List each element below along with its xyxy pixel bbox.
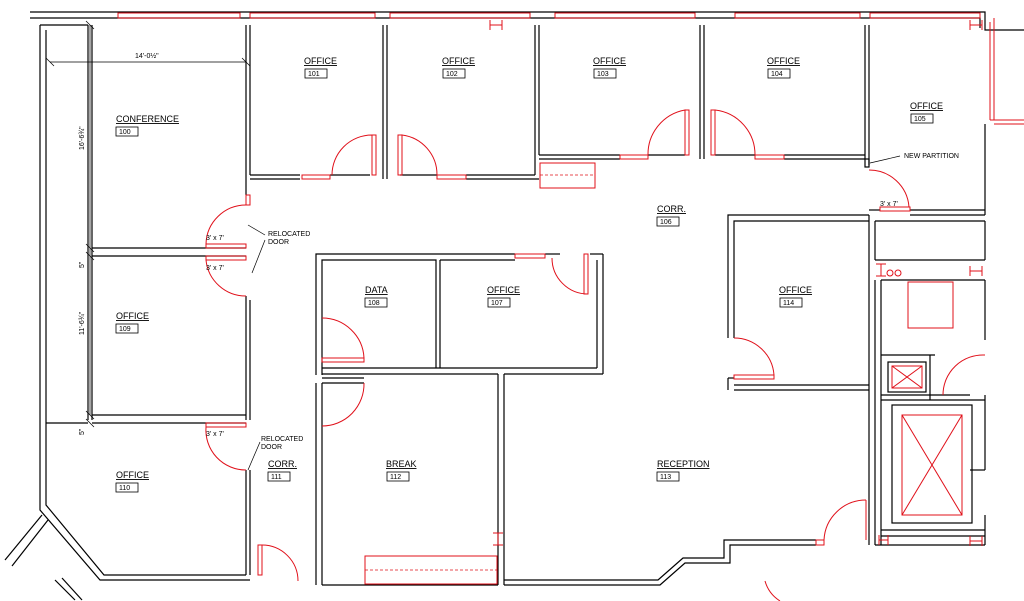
svg-text:108: 108 (368, 300, 380, 307)
note-relocated-door-2a: RELOCATED (261, 436, 303, 443)
svg-text:BREAK: BREAK (386, 459, 417, 469)
svg-text:OFFICE: OFFICE (304, 56, 337, 66)
room-label-conference: CONFERENCE 100 (115, 114, 179, 137)
door-tag-3: 3' x 7' (206, 431, 224, 438)
svg-text:110: 110 (119, 485, 130, 492)
svg-text:CONFERENCE: CONFERENCE (116, 114, 179, 124)
svg-text:109: 109 (119, 326, 131, 333)
room-label-office-103: OFFICE 103 (593, 56, 626, 79)
interior-walls (46, 25, 986, 586)
dim-height-conference: 16'-6¾" (79, 126, 86, 150)
dim-width-top: 14'-0½" (135, 52, 159, 60)
svg-text:OFFICE: OFFICE (779, 285, 812, 295)
room-label-office-101: OFFICE 101 (304, 56, 337, 79)
svg-text:OFFICE: OFFICE (593, 56, 626, 66)
svg-text:OFFICE: OFFICE (116, 311, 149, 321)
exterior-walls (4, 11, 1024, 601)
room-label-office-109: OFFICE 109 (115, 311, 149, 334)
room-label-office-102: OFFICE 102 (442, 56, 475, 79)
room-label-office-105: OFFICE 105 (910, 101, 943, 124)
svg-text:RECEPTION: RECEPTION (657, 459, 710, 469)
door-swings (205, 109, 986, 601)
new-door-frames (205, 109, 911, 585)
stair-box (887, 281, 954, 393)
svg-text:DATA: DATA (365, 285, 388, 295)
svg-text:100: 100 (119, 129, 131, 136)
svg-text:106: 106 (660, 219, 672, 226)
svg-text:113: 113 (660, 474, 671, 481)
note-new-partition: NEW PARTITION (904, 153, 959, 160)
room-label-break-112: BREAK 112 (386, 459, 417, 482)
note-relocated-door-1b: DOOR (268, 239, 289, 246)
svg-text:103: 103 (597, 71, 609, 78)
svg-text:105: 105 (914, 116, 926, 123)
room-label-corr-106: CORR. 106 (656, 204, 686, 227)
room-label-office-114: OFFICE 114 (779, 285, 812, 308)
room-label-data-108: DATA 108 (364, 285, 388, 308)
svg-text:104: 104 (771, 71, 783, 78)
dim-gap-1: 5" (79, 261, 86, 268)
svg-text:OFFICE: OFFICE (910, 101, 943, 111)
elevator-shaft (891, 404, 973, 524)
svg-text:OFFICE: OFFICE (442, 56, 475, 66)
svg-text:111: 111 (271, 474, 282, 481)
room-label-office-107: OFFICE 107 (487, 285, 520, 308)
window-strip (117, 12, 981, 19)
door-tag-4: 3' x 7' (880, 201, 898, 208)
dim-gap-2: 5" (79, 428, 86, 435)
svg-text:OFFICE: OFFICE (487, 285, 520, 295)
svg-text:112: 112 (390, 474, 401, 481)
note-relocated-door-1a: RELOCATED (268, 231, 310, 238)
svg-text:OFFICE: OFFICE (767, 56, 800, 66)
svg-text:114: 114 (783, 300, 794, 307)
room-label-office-110: OFFICE 110 (115, 470, 149, 493)
room-label-corr-111: CORR. 111 (267, 459, 297, 482)
h-markers (489, 20, 983, 546)
svg-text:101: 101 (308, 71, 320, 78)
svg-text:107: 107 (491, 300, 503, 307)
dimension-lines (45, 20, 251, 428)
svg-text:CORR.: CORR. (268, 459, 297, 469)
svg-text:OFFICE: OFFICE (116, 470, 149, 480)
room-label-office-104: OFFICE 104 (767, 56, 800, 79)
note-relocated-door-2b: DOOR (261, 444, 282, 451)
door-tag-1: 3' x 7' (206, 235, 224, 242)
dim-height-109: 11'-6¾" (79, 311, 86, 335)
room-label-reception-113: RECEPTION 113 (656, 459, 710, 482)
door-tag-2: 3' x 7' (206, 265, 224, 272)
leader-lines (247, 155, 901, 471)
svg-text:CORR.: CORR. (657, 204, 686, 214)
svg-text:102: 102 (446, 71, 458, 78)
